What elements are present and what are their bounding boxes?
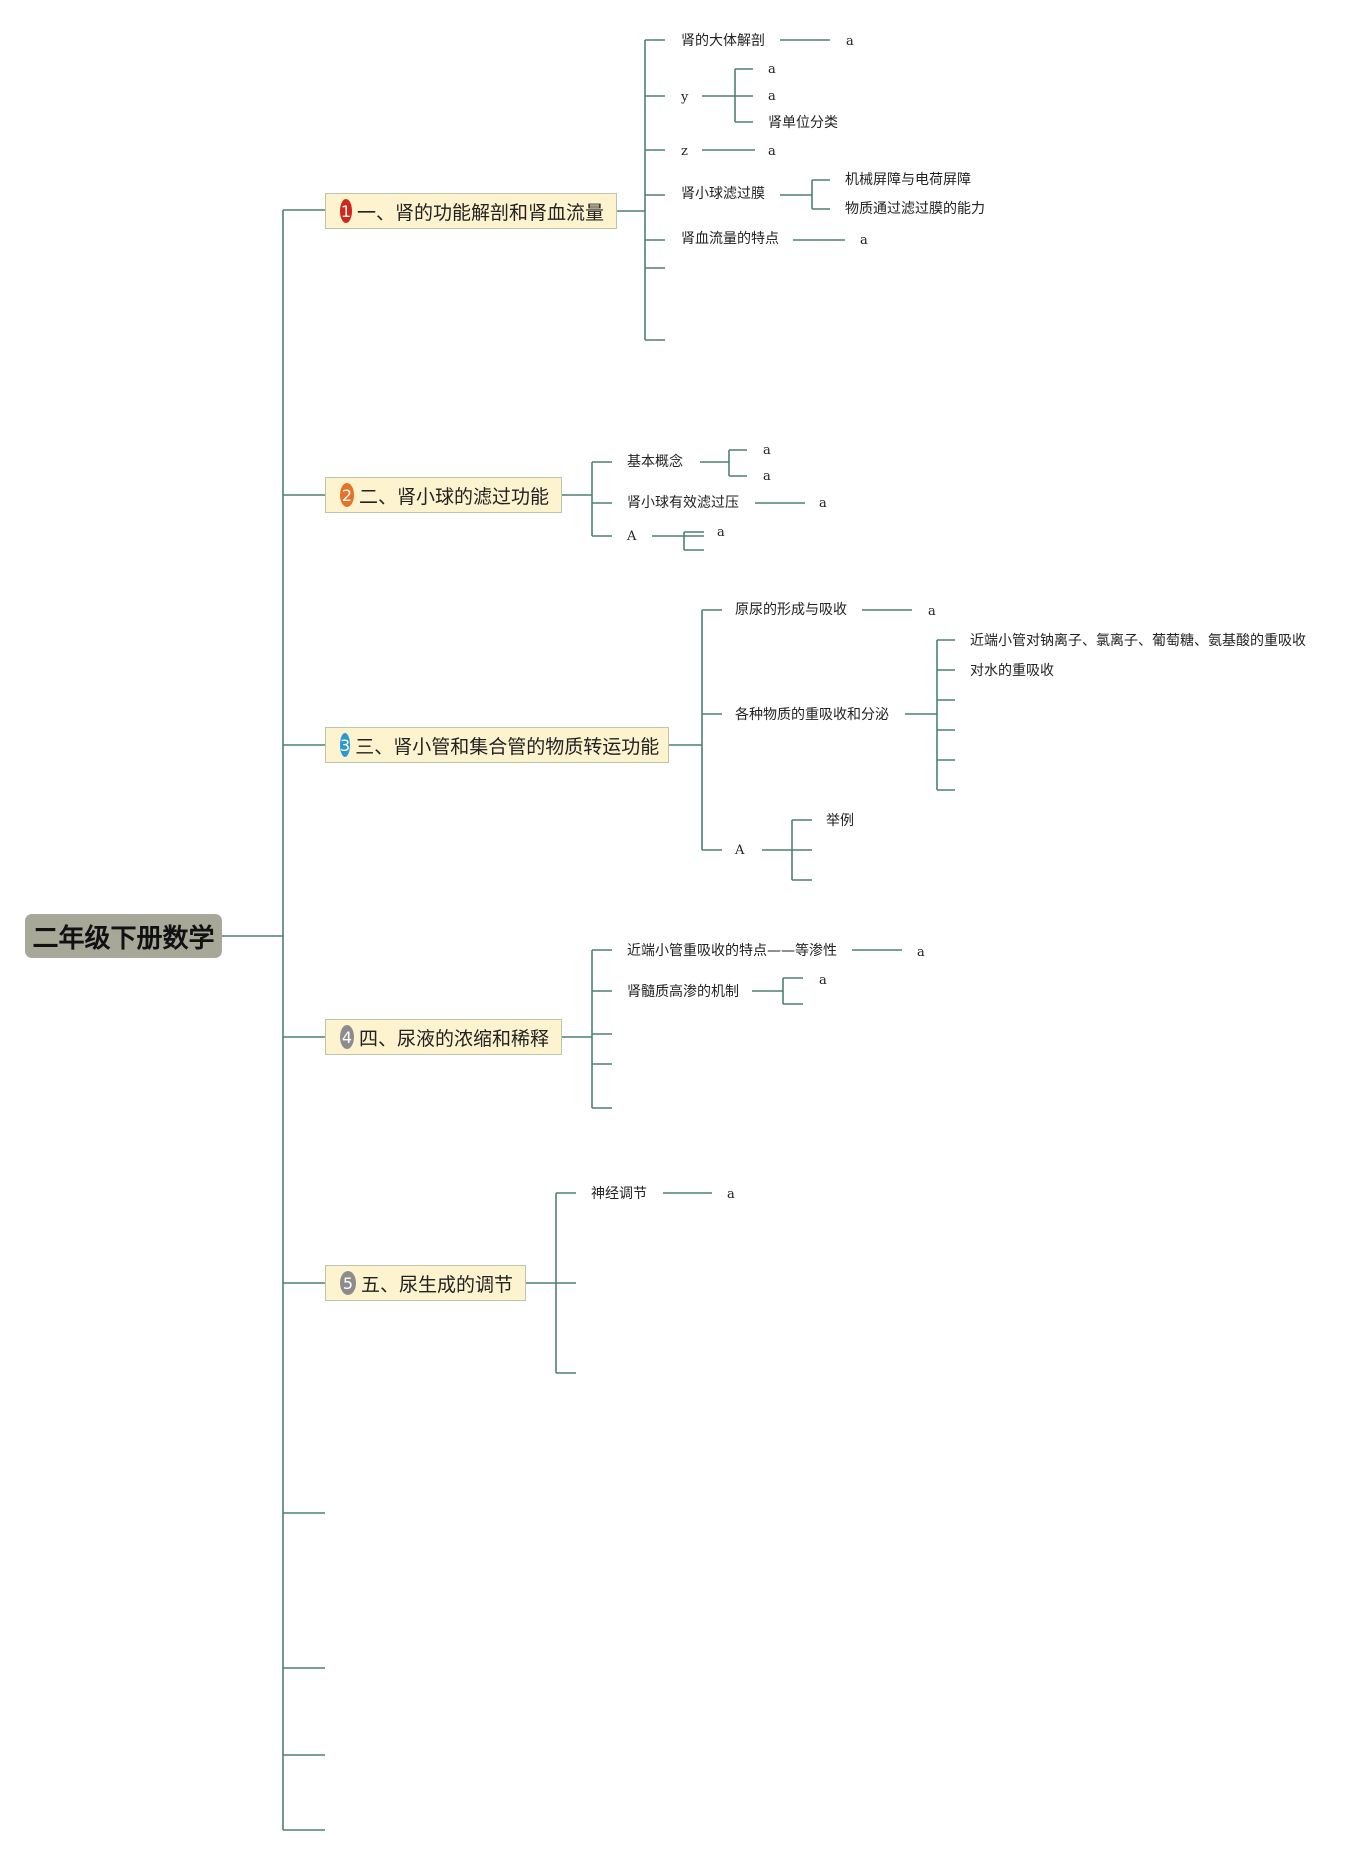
subtopic[interactable]: 肾的大体解剖: [681, 33, 765, 49]
topic-3[interactable]: 3 三、肾小管和集合管的物质转运功能: [325, 727, 669, 763]
leaf[interactable]: a: [768, 144, 776, 159]
subtopic[interactable]: 近端小管重吸收的特点——等渗性: [627, 943, 837, 959]
leaf[interactable]: a: [819, 973, 827, 988]
leaf[interactable]: 举例: [826, 813, 854, 829]
subtopic[interactable]: y: [681, 90, 689, 105]
subtopic[interactable]: 神经调节: [591, 1186, 647, 1202]
badge-1-icon: 1: [340, 199, 352, 223]
leaf[interactable]: 机械屏障与电荷屏障: [845, 172, 971, 188]
badge-4-icon: 4: [340, 1025, 354, 1049]
topic-3-label: 三、肾小管和集合管的物质转运功能: [355, 735, 660, 758]
badge-2-icon: 2: [340, 483, 354, 507]
leaf[interactable]: a: [768, 62, 776, 77]
topic-4[interactable]: 4 四、尿液的浓缩和稀释: [325, 1019, 562, 1055]
topic-1[interactable]: 1 一、肾的功能解剖和肾血流量: [325, 193, 617, 229]
subtopic[interactable]: 肾血流量的特点: [681, 231, 779, 247]
root-node[interactable]: 二年级下册数学: [25, 914, 222, 958]
leaf[interactable]: a: [860, 233, 868, 248]
leaf[interactable]: 物质通过滤过膜的能力: [845, 201, 985, 217]
leaf[interactable]: a: [763, 443, 771, 458]
subtopic[interactable]: 原尿的形成与吸收: [735, 602, 847, 618]
topic-2-label: 二、肾小球的滤过功能: [358, 485, 549, 508]
subtopic[interactable]: A: [735, 843, 745, 858]
leaf[interactable]: a: [819, 496, 827, 511]
leaf[interactable]: a: [763, 469, 771, 484]
leaf[interactable]: a: [917, 945, 925, 960]
topic-5[interactable]: 5 五、尿生成的调节: [325, 1265, 526, 1301]
subtopic[interactable]: 各种物质的重吸收和分泌: [735, 707, 889, 723]
subtopic[interactable]: 肾小球滤过膜: [681, 186, 765, 202]
subtopic[interactable]: 基本概念: [627, 454, 683, 470]
subtopic[interactable]: 肾髓质高渗的机制: [627, 984, 739, 1000]
topic-5-label: 五、尿生成的调节: [360, 1273, 513, 1296]
topic-2[interactable]: 2 二、肾小球的滤过功能: [325, 477, 562, 513]
leaf[interactable]: a: [768, 89, 776, 104]
leaf[interactable]: a: [846, 34, 854, 49]
leaf[interactable]: a: [727, 1187, 735, 1202]
subtopic[interactable]: 肾小球有效滤过压: [627, 495, 739, 511]
subtopic[interactable]: z: [681, 144, 688, 159]
leaf[interactable]: 肾单位分类: [768, 115, 838, 131]
badge-5-icon: 5: [340, 1271, 356, 1295]
topic-4-label: 四、尿液的浓缩和稀释: [358, 1027, 549, 1050]
subtopic[interactable]: A: [627, 529, 637, 544]
leaf[interactable]: 对水的重吸收: [970, 663, 1054, 679]
topic-1-label: 一、肾的功能解剖和肾血流量: [356, 201, 604, 224]
badge-3-icon: 3: [340, 733, 351, 757]
leaf[interactable]: a: [717, 525, 725, 540]
leaf[interactable]: 近端小管对钠离子、氯离子、葡萄糖、氨基酸的重吸收: [970, 633, 1306, 649]
leaf[interactable]: a: [928, 604, 936, 619]
